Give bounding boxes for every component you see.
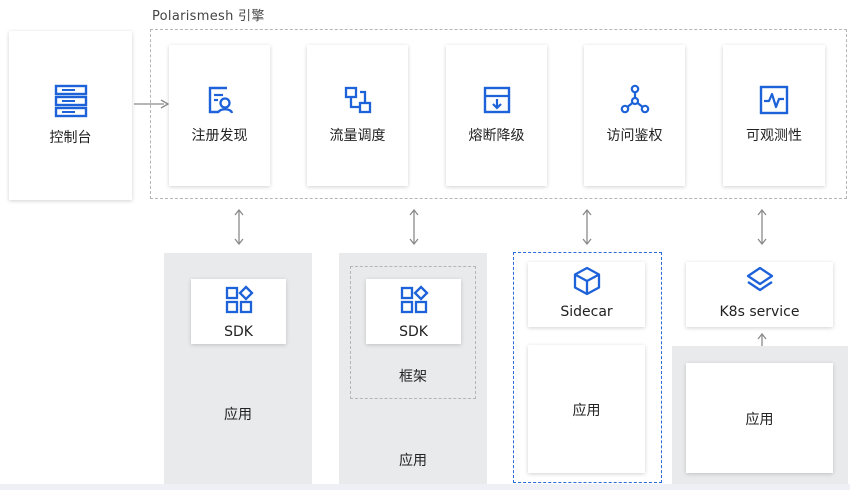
framework-label: 框架 <box>399 369 427 385</box>
console-to-engine-arrow <box>134 99 170 109</box>
feature-label-circuit-breaker: 熔断降级 <box>468 128 525 144</box>
feature-card-observability[interactable]: 可观测性 <box>723 45 825 186</box>
feature-label-observability: 可观测性 <box>746 128 802 144</box>
connector-arrow-k8s <box>757 209 767 245</box>
k8s-service-card[interactable]: K8s service <box>686 262 833 327</box>
feature-label-access-auth: 访问鉴权 <box>606 128 663 144</box>
circuit-breaker-icon <box>483 86 510 114</box>
observability-icon <box>759 85 789 115</box>
sidecar-app-card[interactable]: 应用 <box>528 345 645 473</box>
connector-arrow-sdk <box>234 209 244 245</box>
traffic-icon <box>344 86 371 114</box>
sidecar-card[interactable]: Sidecar <box>528 262 645 327</box>
framework-app-label: 应用 <box>399 453 427 469</box>
sidecar-app-label: 应用 <box>572 403 601 419</box>
sdk-app-label: 应用 <box>224 407 252 423</box>
engine-boundary <box>150 29 847 199</box>
sidecar-label: Sidecar <box>560 304 613 320</box>
feature-label-registry: 注册发现 <box>191 128 248 144</box>
sdk-label: SDK <box>224 324 253 340</box>
k8s-app-label: 应用 <box>745 412 774 428</box>
framework-sdk-card[interactable]: SDK <box>366 279 461 344</box>
connector-arrow-framework <box>409 209 419 245</box>
feature-card-registry[interactable]: 注册发现 <box>169 45 270 186</box>
sdk-card[interactable]: SDK <box>191 279 286 344</box>
sdk-icon <box>400 285 429 314</box>
feature-card-traffic[interactable]: 流量调度 <box>307 45 408 186</box>
k8s-layers-icon <box>746 266 773 292</box>
k8s-service-label: K8s service <box>719 304 800 320</box>
registry-icon <box>208 86 233 114</box>
sidecar-pod-boundary <box>513 252 662 483</box>
console-card[interactable]: 控制台 <box>9 31 132 200</box>
k8s-app-card[interactable]: 应用 <box>686 363 833 473</box>
feature-card-access-auth[interactable]: 访问鉴权 <box>584 45 685 186</box>
console-label: 控制台 <box>49 130 92 146</box>
server-icon <box>54 84 87 118</box>
engine-title: Polarismesh 引擎 <box>152 9 265 24</box>
framework-boundary <box>350 266 476 399</box>
connector-arrow-sidecar <box>582 209 592 245</box>
bottom-strip <box>0 484 850 490</box>
access-auth-icon <box>620 84 649 114</box>
feature-card-circuit-breaker[interactable]: 熔断降级 <box>446 45 547 186</box>
framework-sdk-label: SDK <box>399 324 428 340</box>
feature-label-traffic: 流量调度 <box>329 128 386 144</box>
sdk-icon <box>225 285 254 314</box>
sidecar-cube-icon <box>573 266 600 296</box>
